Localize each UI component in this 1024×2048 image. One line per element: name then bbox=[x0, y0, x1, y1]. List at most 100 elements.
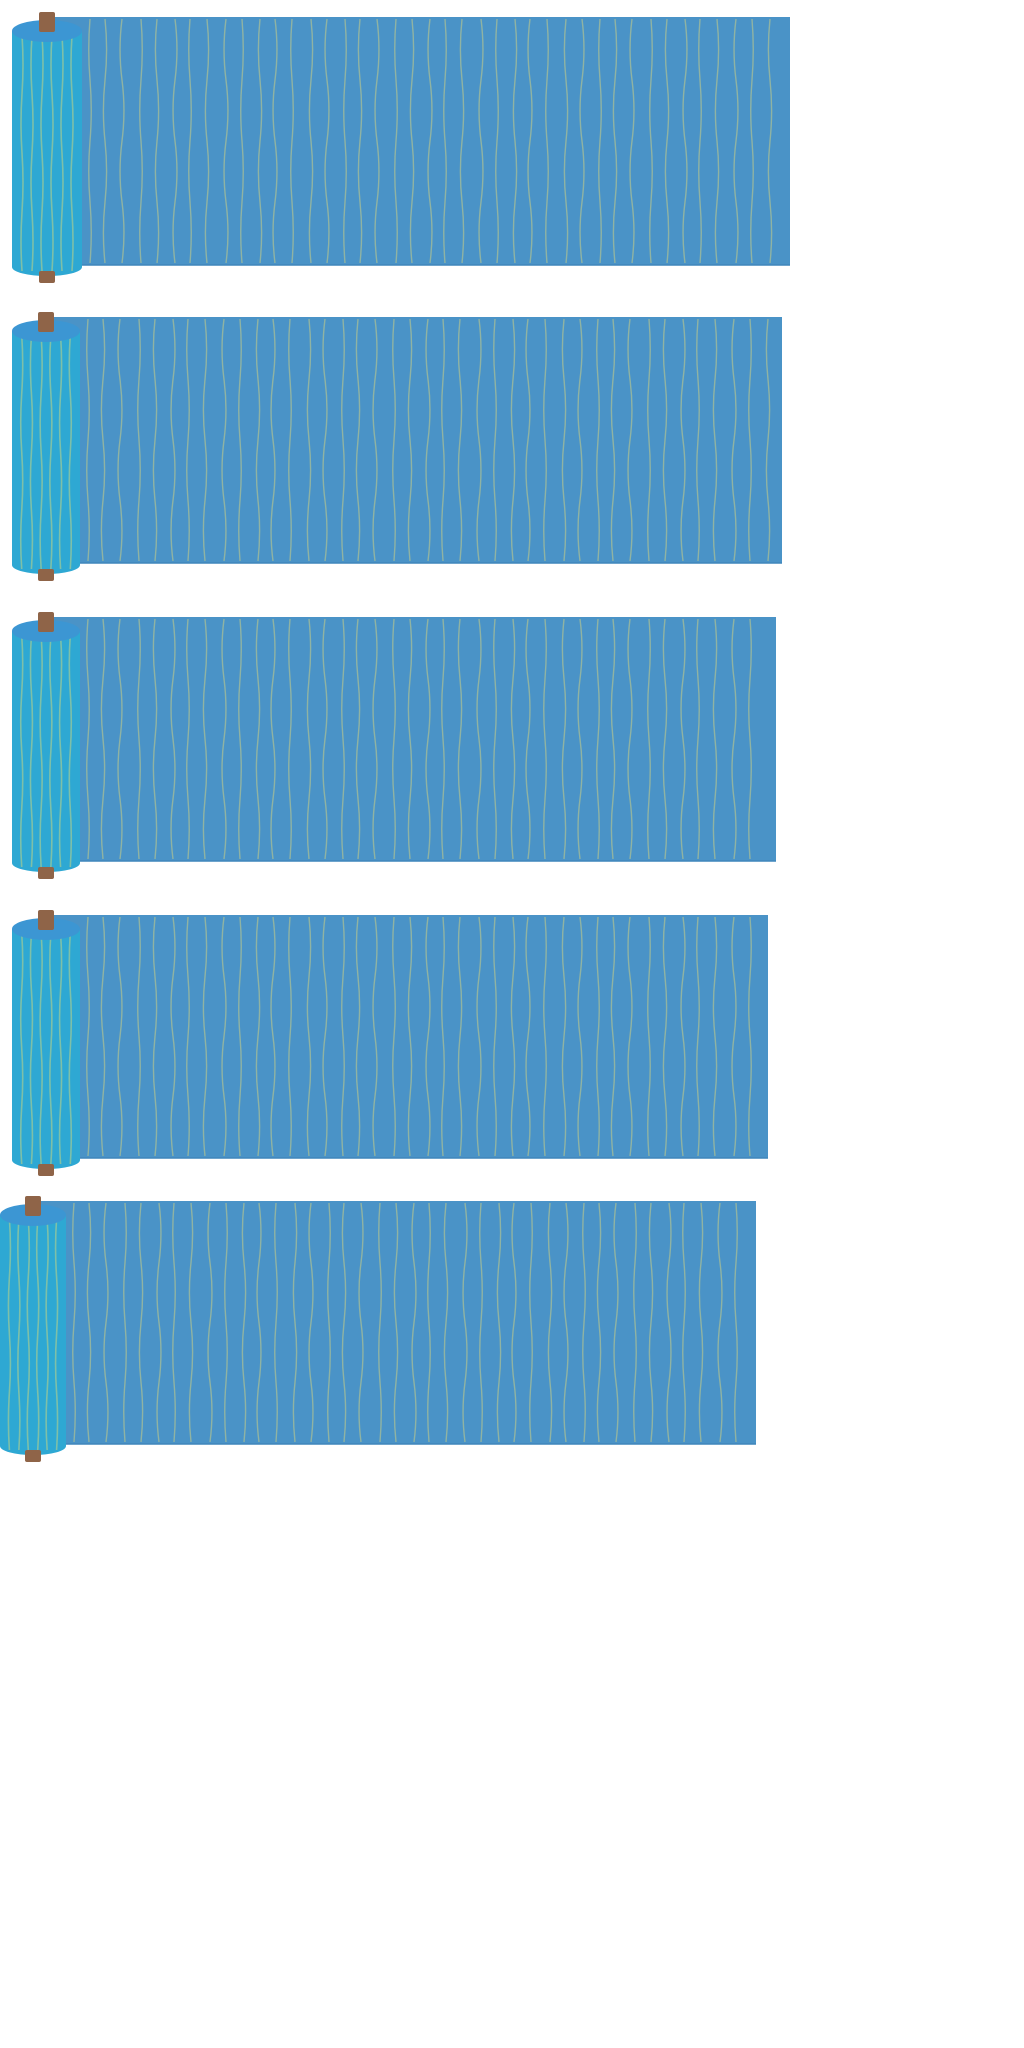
roll-stripe bbox=[60, 34, 64, 272]
fabric-stripe bbox=[441, 916, 445, 1157]
fabric-stripe bbox=[374, 18, 380, 264]
roll-stripe bbox=[49, 932, 53, 1165]
fabric-stripes bbox=[88, 18, 773, 264]
fabric-stripe bbox=[221, 618, 227, 860]
fabric-stripe bbox=[257, 18, 263, 264]
roll-peg-bottom bbox=[39, 271, 55, 283]
fabric-stripe bbox=[493, 916, 497, 1157]
fabric-stripe bbox=[510, 318, 516, 562]
fabric-stripe bbox=[712, 916, 718, 1157]
fabric-stripe bbox=[392, 318, 396, 562]
fabric-stripe bbox=[443, 1202, 449, 1443]
fabric-stripe bbox=[240, 18, 244, 264]
fabric-stripe bbox=[666, 1202, 672, 1443]
fabric-stripe bbox=[712, 618, 718, 860]
fabric-stripe bbox=[525, 318, 531, 562]
roll-stripe bbox=[39, 334, 43, 570]
fabric-stripe bbox=[355, 916, 361, 1157]
fabric-roll-3 bbox=[12, 612, 776, 879]
fabric-stripe bbox=[561, 318, 567, 562]
fabric-stripe bbox=[238, 618, 242, 860]
fabric-stripe bbox=[478, 18, 484, 264]
fabric-stripes bbox=[72, 1202, 738, 1443]
roll-stripe bbox=[68, 634, 73, 868]
fabric-stripe bbox=[425, 318, 431, 562]
roll-stripes bbox=[20, 34, 74, 272]
fabric-stripe bbox=[255, 916, 261, 1157]
fabric-stripe bbox=[647, 618, 651, 860]
fabric-stripe bbox=[322, 618, 328, 860]
roll-stripe bbox=[68, 932, 73, 1165]
roll-stripe bbox=[20, 34, 24, 272]
fabric-stripe bbox=[341, 318, 345, 562]
fabric-stripe bbox=[577, 916, 583, 1157]
fabric-stripe bbox=[443, 18, 447, 264]
fabric-stripe bbox=[765, 318, 771, 562]
roll-stripe bbox=[29, 932, 34, 1165]
fabric-stripe bbox=[627, 318, 633, 562]
fabric-stripe bbox=[202, 916, 208, 1157]
fabric-stripe bbox=[102, 18, 108, 264]
fabric-stripe bbox=[256, 1202, 262, 1443]
fabric-stripe bbox=[662, 318, 668, 562]
fabric-stripe bbox=[207, 1202, 213, 1443]
fabric-stripe bbox=[341, 618, 345, 860]
fabric-stripe bbox=[322, 318, 328, 562]
roll-stripe bbox=[49, 334, 53, 570]
fabric-stripe bbox=[270, 916, 276, 1157]
fabric-stripe bbox=[288, 916, 292, 1157]
fabric-stripe bbox=[543, 318, 547, 562]
fabric-stripe bbox=[543, 916, 547, 1157]
roll-stripe bbox=[35, 1218, 40, 1451]
roll-peg-bottom bbox=[25, 1450, 41, 1462]
roll-peg-top bbox=[25, 1196, 41, 1216]
fabric-stripe bbox=[324, 18, 330, 264]
fabric-stripe bbox=[117, 916, 123, 1157]
fabric-stripe bbox=[664, 18, 670, 264]
fabric-stripe bbox=[137, 618, 141, 860]
fabric-stripe bbox=[270, 618, 276, 860]
fabric-stripe bbox=[662, 916, 668, 1157]
fabric-stripe bbox=[186, 618, 190, 860]
fabric-stripe bbox=[119, 18, 125, 264]
fabric-stripe bbox=[394, 18, 398, 264]
fabric-stripes bbox=[86, 318, 771, 562]
fabric-stripe bbox=[547, 1202, 553, 1443]
fabric-stripe bbox=[425, 618, 431, 860]
fabric-stripe bbox=[358, 1202, 364, 1443]
fabric-stripe bbox=[682, 18, 688, 264]
roll-stripe bbox=[17, 1218, 21, 1451]
fabric-stripe bbox=[270, 318, 276, 562]
fabric-stripe bbox=[393, 1202, 399, 1443]
fabric-stripe bbox=[392, 916, 396, 1157]
fabric-stripe bbox=[543, 618, 547, 860]
fabric-stripe bbox=[327, 1202, 331, 1443]
fabric-stripe bbox=[610, 916, 616, 1157]
fabric-stripe bbox=[123, 1202, 127, 1443]
roll-peg-bottom bbox=[38, 1164, 54, 1176]
roll-cylinder bbox=[0, 1215, 66, 1455]
fabric-stripe bbox=[343, 18, 347, 264]
roll-cylinder bbox=[12, 631, 80, 872]
roll-stripe bbox=[39, 932, 43, 1165]
fabric-stripe bbox=[476, 318, 482, 562]
fabric-stripe bbox=[255, 318, 261, 562]
fabric-stripe bbox=[633, 1202, 637, 1443]
fabric-roll-1 bbox=[12, 12, 790, 283]
fabric-stripe bbox=[409, 18, 415, 264]
fabric-stripe bbox=[682, 1202, 686, 1443]
roll-stripe bbox=[68, 334, 73, 570]
fabric-stripe bbox=[372, 618, 378, 860]
fabric-stripe bbox=[510, 916, 516, 1157]
fabric-stripe bbox=[186, 318, 190, 562]
fabric-stripe bbox=[355, 318, 361, 562]
fabric-stripe bbox=[479, 1202, 483, 1443]
fabric-stripe bbox=[598, 18, 602, 264]
fabric-stripe bbox=[545, 18, 549, 264]
fabric-stripe bbox=[610, 318, 616, 562]
roll-stripe bbox=[39, 634, 43, 868]
fabric-stripe bbox=[577, 318, 583, 562]
fabric-stripe bbox=[322, 916, 328, 1157]
fabric-stripe bbox=[139, 18, 143, 264]
roll-stripe bbox=[70, 34, 74, 272]
